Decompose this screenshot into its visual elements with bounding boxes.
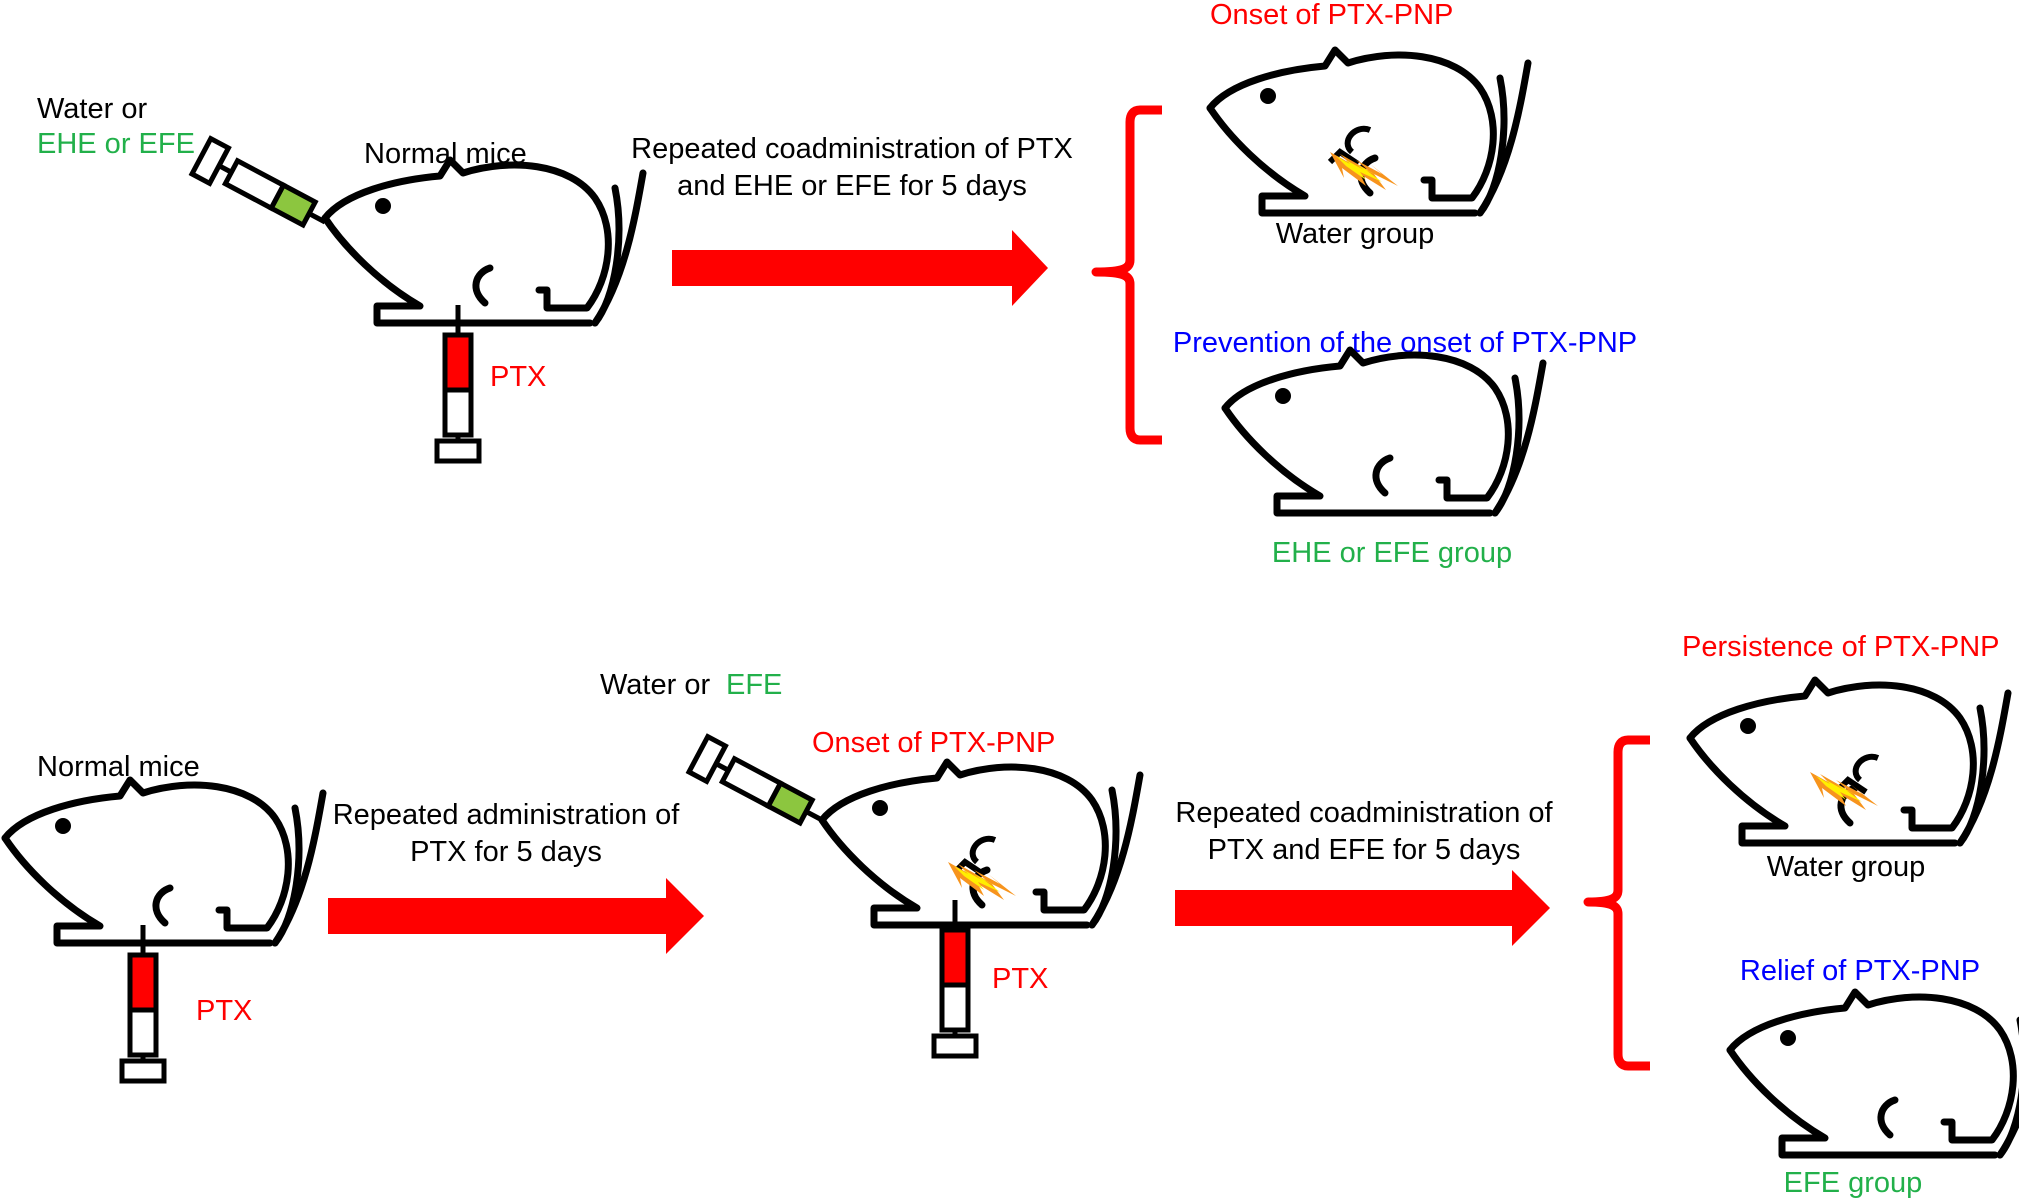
arrow-right-icon — [672, 230, 1048, 306]
mouse-icon — [1730, 992, 2019, 1155]
mouse-icon — [5, 780, 323, 943]
bottom-arrow2-text-line2: PTX and EFE for 5 days — [1208, 834, 1521, 866]
syringe-icon — [685, 733, 824, 827]
arrow-right-icon — [1175, 870, 1550, 946]
top-ptx-label: PTX — [490, 361, 546, 393]
mouse-icon — [325, 160, 643, 323]
bottom-arrow1-text-line1: Repeated administration of — [333, 799, 681, 831]
pain-spark-icon — [1810, 772, 1878, 810]
bottom-persistence-label: Persistence of PTX-PNP — [1682, 631, 2000, 663]
bottom-ptx-mid-label: PTX — [992, 963, 1048, 995]
top-arrow-text-line2: and EHE or EFE for 5 days — [677, 170, 1027, 202]
bottom-water-or-label: Water or — [600, 669, 710, 701]
top-ehe-efe-label: EHE or EFE — [37, 128, 195, 160]
top-ehe-efe-group-label: EHE or EFE group — [1272, 537, 1512, 569]
curly-brace-icon — [1583, 735, 1650, 1071]
bottom-water-group-label: Water group — [1767, 851, 1926, 883]
bottom-onset-label: Onset of PTX-PNP — [812, 727, 1055, 759]
top-water-group-label: Water group — [1276, 218, 1435, 250]
pain-spark-icon — [948, 862, 1016, 900]
top-arrow-text-line1: Repeated coadministration of PTX — [631, 133, 1073, 165]
syringe-icon — [434, 305, 482, 464]
pain-spark-icon — [1330, 152, 1398, 190]
syringe-icon — [931, 900, 979, 1059]
bottom-ptx-left-label: PTX — [196, 995, 252, 1027]
bottom-efe-label: EFE — [726, 669, 782, 701]
arrow-right-icon — [328, 878, 704, 954]
curly-brace-icon — [1091, 105, 1162, 445]
bottom-efe-group-label: EFE group — [1784, 1167, 1923, 1199]
top-water-or-label: Water or — [37, 93, 147, 125]
bottom-arrow1-text-line2: PTX for 5 days — [410, 836, 602, 868]
top-onset-label: Onset of PTX-PNP — [1210, 0, 1453, 31]
syringe-icon — [188, 135, 327, 229]
mouse-icon — [1690, 680, 2008, 843]
bottom-arrow2-text-line1: Repeated coadministration of — [1175, 797, 1553, 829]
bottom-relief-label: Relief of PTX-PNP — [1740, 955, 1980, 987]
bottom-normal-mice-label: Normal mice — [37, 751, 200, 783]
mouse-icon — [1225, 350, 1543, 513]
syringe-icon — [119, 925, 167, 1084]
